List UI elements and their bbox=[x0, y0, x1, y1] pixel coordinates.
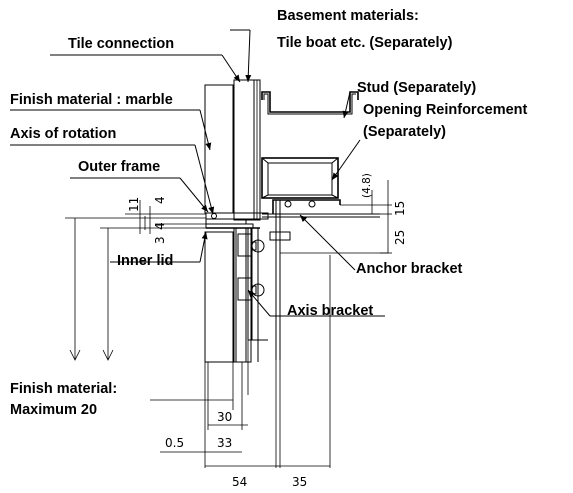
dimension-values: 11 4 4 3 (4.8) 15 25 30 33 0.5 54 35 bbox=[127, 173, 407, 489]
dim-4b: 4 bbox=[153, 222, 167, 230]
label-basement-1: Basement materials: bbox=[277, 8, 419, 24]
label-opening-1: Opening Reinforcement bbox=[363, 102, 528, 118]
label-opening-2: (Separately) bbox=[363, 124, 446, 140]
label-finish-max-1: Finish material: bbox=[10, 381, 117, 397]
dim-3: 3 bbox=[153, 236, 167, 244]
labels: Basement materials: Tile boat etc. (Sepa… bbox=[10, 8, 528, 418]
label-basement-2: Tile boat etc. (Separately) bbox=[277, 35, 453, 51]
opening-reinforcement bbox=[261, 157, 339, 199]
dim-4-8: (4.8) bbox=[361, 173, 373, 198]
label-outer-frame: Outer frame bbox=[78, 159, 160, 175]
dim-15: 15 bbox=[393, 201, 407, 216]
label-anchor-bracket: Anchor bracket bbox=[356, 261, 463, 277]
right-dimension-lines bbox=[280, 180, 392, 254]
label-axis-rotation: Axis of rotation bbox=[10, 126, 116, 142]
dim-0-5: 0.5 bbox=[165, 436, 184, 450]
stud bbox=[261, 91, 359, 115]
dim-4a: 4 bbox=[153, 196, 167, 204]
marble-finish-upper bbox=[204, 84, 234, 214]
marble-finish-lower bbox=[204, 231, 234, 363]
tile-layer-upper bbox=[233, 79, 255, 221]
bottom-dimensions bbox=[150, 399, 330, 467]
anchor-bracket-shape bbox=[262, 199, 380, 360]
label-tile-connection: Tile connection bbox=[68, 36, 174, 52]
label-axis-bracket: Axis bracket bbox=[287, 303, 373, 319]
dim-11: 11 bbox=[127, 197, 141, 212]
label-stud: Stud (Separately) bbox=[357, 80, 476, 96]
left-dimension-lines bbox=[65, 200, 206, 361]
label-inner-lid: Inner lid bbox=[117, 253, 173, 269]
leader-lines bbox=[10, 29, 385, 317]
axis-bracket-shape bbox=[237, 228, 291, 341]
label-finish-max-2: Maximum 20 bbox=[10, 402, 97, 418]
dim-33: 33 bbox=[217, 436, 232, 450]
dim-35: 35 bbox=[292, 475, 307, 489]
label-finish-marble: Finish material : marble bbox=[10, 92, 173, 108]
dim-30: 30 bbox=[217, 410, 232, 424]
dim-25: 25 bbox=[393, 230, 407, 245]
dim-54: 54 bbox=[232, 475, 247, 489]
extension-lines bbox=[204, 255, 331, 468]
